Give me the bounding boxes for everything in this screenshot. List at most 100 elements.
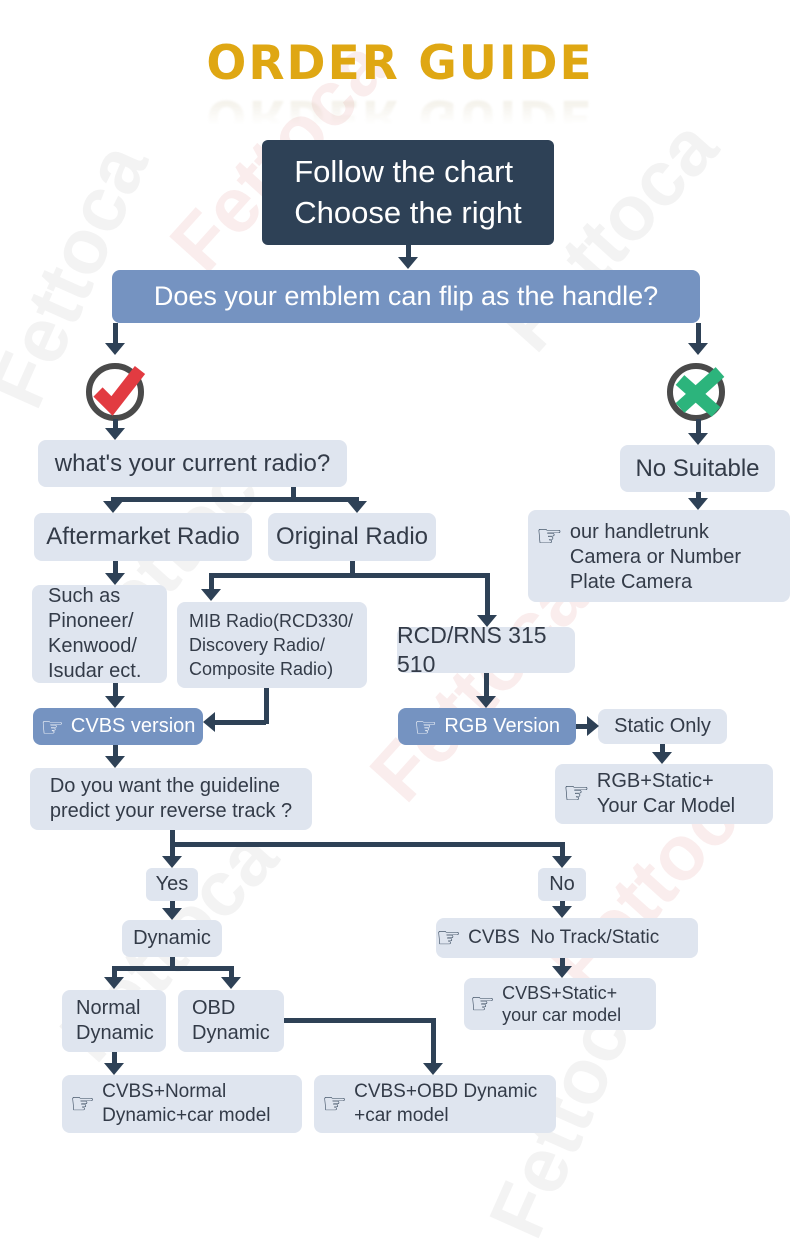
node-handle-trunk-camera: ☞ our handletrunk Camera or Number Plate… — [528, 510, 790, 602]
node-static-only: Static Only — [598, 709, 727, 744]
arrowhead — [688, 433, 708, 445]
node-label: OBD Dynamic — [192, 997, 270, 1044]
arrowhead — [347, 501, 367, 513]
pointing-hand-icon: ☞ — [70, 1088, 96, 1119]
connector-line — [406, 245, 411, 258]
node-obd-dynamic: OBD Dynamic — [178, 990, 284, 1052]
node-label: Original Radio — [275, 523, 429, 550]
pointing-hand-icon: ☞ — [563, 777, 590, 810]
node-dynamic: Dynamic — [122, 920, 222, 957]
pointing-hand-icon: ☞ — [436, 922, 462, 953]
node-label: Aftermarket Radio — [46, 523, 240, 550]
node-label: Such as Pinoneer/ Kenwood/ Isudar ect. — [48, 585, 142, 682]
page-title: ORDER GUIDE — [206, 36, 594, 91]
node-no-suitable: No Suitable — [620, 445, 775, 492]
pointing-hand-icon: ☞ — [40, 711, 64, 742]
node-cvbs-normal-dynamic-model: ☞ CVBS+Normal Dynamic+car model — [62, 1075, 302, 1133]
node-label: Static Only — [614, 715, 711, 737]
connector-line — [113, 745, 118, 757]
node-rgb-version: ☞ RGB Version — [398, 708, 576, 745]
connector-line — [350, 561, 355, 575]
arrowhead — [104, 1063, 124, 1075]
connector-line — [560, 901, 565, 907]
arrowhead — [103, 501, 123, 513]
connector-line — [696, 419, 701, 434]
arrowhead — [105, 428, 125, 440]
arrowhead — [104, 977, 124, 989]
arrowhead — [688, 498, 708, 510]
node-label: CVBS+Static+ your car model — [502, 982, 622, 1026]
connector-line — [113, 323, 118, 344]
arrowhead — [552, 856, 572, 868]
arrowhead — [652, 752, 672, 764]
node-label: RGB Version — [444, 715, 560, 737]
order-guide-flowchart: Fettoca Fettoca Fettoca Fettoca Fettoca … — [0, 23, 790, 1250]
arrowhead — [221, 977, 241, 989]
pointing-hand-icon: ☞ — [414, 711, 438, 742]
node-label: CVBS No Track/Static — [468, 927, 660, 949]
arrowhead — [162, 856, 182, 868]
node-label: Follow the chart Choose the right — [294, 154, 522, 230]
connector-line — [112, 966, 231, 971]
node-guideline-question: Do you want the guideline predict your r… — [30, 768, 312, 830]
node-label: Yes — [155, 873, 189, 895]
arrowhead — [201, 589, 221, 601]
node-no: No — [538, 868, 586, 901]
arrowhead — [105, 756, 125, 768]
arrowhead — [688, 343, 708, 355]
connector-line — [696, 492, 701, 498]
node-label: what's your current radio? — [54, 449, 331, 477]
node-cvbs-no-track: ☞ CVBS No Track/Static — [436, 918, 698, 958]
node-label: Normal Dynamic — [76, 997, 154, 1044]
check-circle-icon — [86, 363, 146, 421]
connector-line — [576, 724, 587, 729]
arrowhead — [423, 1063, 443, 1075]
arrowhead — [552, 966, 572, 978]
node-label: Does your emblem can flip as the handle? — [153, 280, 659, 311]
arrowhead — [105, 573, 125, 585]
arrowhead — [587, 716, 599, 736]
connector-line — [209, 573, 489, 578]
node-label: our handletrunk Camera or Number Plate C… — [569, 521, 742, 593]
node-label: Dynamic — [133, 927, 211, 949]
pointing-hand-icon: ☞ — [536, 520, 563, 553]
node-current-radio: what's your current radio? — [38, 440, 347, 487]
arrowhead — [398, 257, 418, 269]
connector-line — [112, 1052, 117, 1063]
node-cvbs-obd-dynamic-model: ☞ CVBS+OBD Dynamic +car model — [314, 1075, 556, 1133]
cross-circle-icon — [667, 363, 725, 421]
node-label: Do you want the guideline predict your r… — [49, 775, 293, 822]
connector-line — [660, 744, 665, 753]
node-such-as-brands: Such as Pinoneer/ Kenwood/ Isudar ect. — [32, 585, 167, 683]
connector-line — [264, 688, 269, 724]
connector-line — [170, 842, 562, 847]
node-label: RCD/RNS 315 510 — [397, 622, 547, 677]
arrowhead — [552, 906, 572, 918]
node-normal-dynamic: Normal Dynamic — [62, 990, 166, 1052]
node-original-radio: Original Radio — [268, 513, 436, 561]
node-cvbs-version: ☞ CVBS version — [33, 708, 203, 745]
connector-line — [113, 683, 118, 697]
connector-line — [560, 958, 565, 967]
arrowhead — [105, 343, 125, 355]
node-label: No — [549, 873, 575, 895]
node-yes: Yes — [146, 868, 198, 901]
node-label: No Suitable — [635, 454, 760, 482]
connector-line — [170, 957, 175, 968]
connector-line — [229, 966, 234, 977]
connector-line — [215, 720, 266, 725]
node-label: RGB+Static+ Your Car Model — [596, 770, 736, 817]
arrowhead — [162, 908, 182, 920]
connector-line — [696, 323, 701, 344]
arrowhead — [203, 712, 215, 732]
node-emblem-question: Does your emblem can flip as the handle? — [112, 270, 700, 323]
connector-line — [209, 573, 214, 589]
connector-line — [485, 573, 490, 615]
pointing-hand-icon: ☞ — [470, 988, 496, 1019]
connector-line — [560, 842, 565, 856]
connector-line — [484, 673, 489, 696]
pointing-hand-icon: ☞ — [322, 1088, 348, 1119]
node-cvbs-static-model: ☞ CVBS+Static+ your car model — [464, 978, 656, 1030]
arrowhead — [476, 696, 496, 708]
connector-line — [431, 1018, 436, 1064]
